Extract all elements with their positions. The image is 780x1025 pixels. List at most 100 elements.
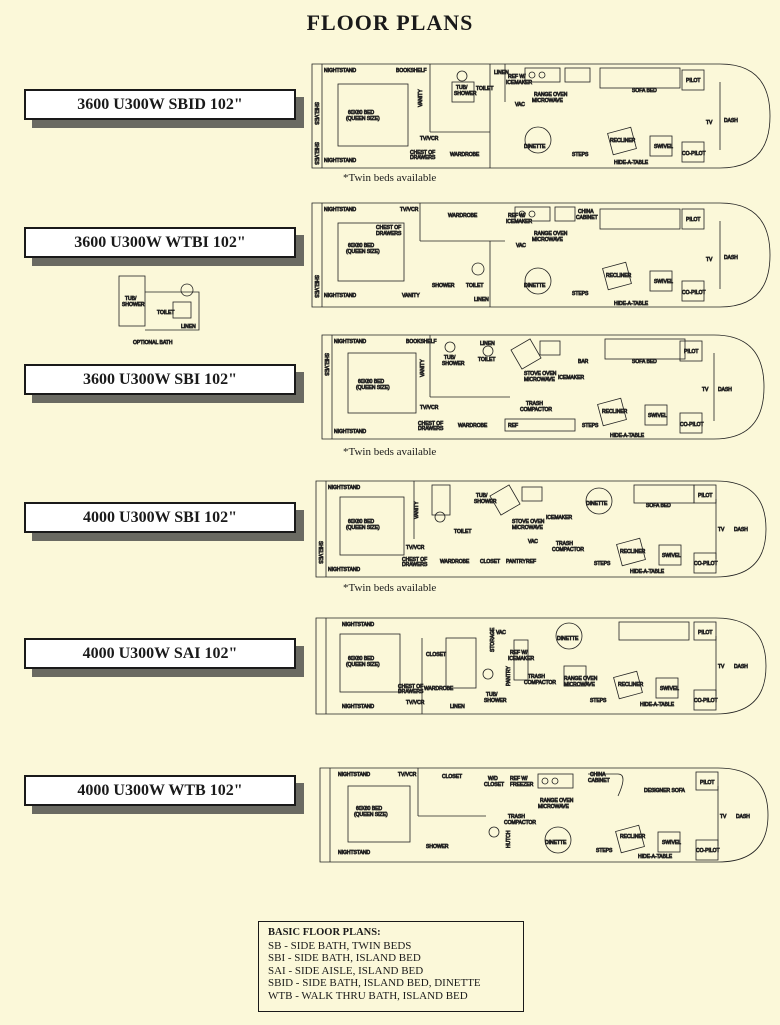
lbl-nightstand-2: NIGHTSTAND	[324, 293, 357, 299]
lbl-bed-size: (QUEEN SIZE)	[354, 812, 388, 818]
lbl-linen: LINEN	[494, 70, 509, 76]
lbl-bookshelf: BOOKSHELF	[396, 68, 427, 74]
lbl-refw: REF W/	[510, 650, 528, 656]
lbl-linen: LINEN	[450, 704, 465, 710]
lbl-trash: TRASH	[526, 401, 543, 407]
lbl-shelves-2: SHELVES	[313, 142, 319, 165]
lbl-swivel: SWIVEL	[660, 686, 679, 692]
lbl-chest: CHEST OF	[418, 421, 443, 427]
lbl-wardrobe: WARDROBE	[458, 423, 488, 429]
lbl-swivel: SWIVEL	[648, 413, 667, 419]
lbl-vac: VAC	[496, 630, 506, 636]
lbl-shower: SHOWER	[432, 283, 455, 289]
lbl-compactor: COMPACTOR	[520, 407, 552, 413]
lbl-copilot: CO-PILOT	[682, 151, 706, 157]
lbl-toilet: TOILET	[478, 357, 495, 363]
lbl-bed: 60X80 BED	[356, 806, 383, 812]
lbl-icemaker: ICEMAKER	[506, 219, 533, 225]
opt-toilet: TOILET	[157, 310, 174, 316]
lbl-toilet: TOILET	[454, 529, 471, 535]
lbl-sofa: SOFA BED	[632, 88, 657, 94]
lbl-steps: STEPS	[590, 698, 607, 704]
lbl-dash: DASH	[724, 118, 738, 124]
lbl-compactor: COMPACTOR	[552, 547, 584, 553]
lbl-hutch: HUTCH	[506, 830, 512, 848]
lbl-hideatable: HIDE-A-TABLE	[640, 702, 675, 708]
lbl-wardrobe: WARDROBE	[450, 152, 480, 158]
lbl-copilot: CO-PILOT	[694, 698, 718, 704]
lbl-ref: REF	[526, 559, 536, 565]
lbl-shelves: SHELVES	[313, 275, 319, 298]
lbl-bar: BAR	[578, 359, 589, 365]
lbl-icemaker: ICEMAKER	[546, 515, 573, 521]
lbl-china: CHINA	[578, 209, 594, 215]
lbl-bed: 60X80 BED	[348, 110, 375, 116]
lbl-tvvcr: TV/VCR	[420, 136, 439, 142]
legend-item: SBI - SIDE BATH, ISLAND BED	[268, 952, 421, 964]
lbl-drawers: DRAWERS	[410, 155, 436, 161]
lbl-tub: TUB/	[486, 692, 498, 698]
lbl-vanity: VANITY	[414, 501, 420, 519]
lbl-drawers: DRAWERS	[376, 231, 402, 237]
lbl-bookshelf: BOOKSHELF	[406, 339, 437, 345]
lbl-chest: CHEST OF	[402, 557, 427, 563]
model-label-3600-sbi: 3600 U300W SBI 102"	[24, 364, 296, 395]
lbl-icemaker: ICEMAKER	[558, 375, 585, 381]
lbl-chest: CHEST OF	[376, 225, 401, 231]
lbl-microwave: MICROWAVE	[538, 804, 569, 810]
lbl-wardrobe: WARDROBE	[448, 213, 478, 219]
model-label-3600-sbid: 3600 U300W SBID 102"	[24, 89, 296, 120]
lbl-nightstand-2: NIGHTSTAND	[334, 429, 367, 435]
lbl-hideatable: HIDE-A-TABLE	[610, 433, 645, 439]
lbl-dash: DASH	[724, 255, 738, 261]
lbl-steps: STEPS	[596, 848, 613, 854]
lbl-drawers: DRAWERS	[398, 689, 424, 695]
lbl-recliner: RECLINER	[620, 549, 646, 555]
lbl-dash: DASH	[734, 527, 748, 533]
lbl-dinette: DINETTE	[557, 636, 579, 642]
lbl-chest: CHEST OF	[398, 684, 423, 690]
lbl-ref: REF	[508, 423, 518, 429]
lbl-compactor: COMPACTOR	[504, 820, 536, 826]
lbl-shower: SHOWER	[474, 499, 497, 505]
lbl-recliner: RECLINER	[620, 834, 646, 840]
model-label-3600-wtbi: 3600 U300W WTBI 102"	[24, 227, 296, 258]
lbl-nightstand: NIGHTSTAND	[324, 207, 357, 213]
lbl-bed-size: (QUEEN SIZE)	[346, 525, 380, 531]
lbl-dinette: DINETTE	[524, 283, 546, 289]
lbl-tv: TV	[706, 257, 713, 263]
lbl-hideatable: HIDE-A-TABLE	[630, 569, 665, 575]
lbl-nightstand-2: NIGHTSTAND	[338, 850, 371, 856]
lbl-shower: SHOWER	[426, 844, 449, 850]
lbl-hideatable: HIDE-A-TABLE	[614, 160, 649, 166]
floor-plan-4000-sai: NIGHTSTAND NIGHTSTAND 60X80 BED (QUEEN S…	[314, 616, 767, 716]
lbl-linen: LINEN	[480, 341, 495, 347]
lbl-tv: TV	[718, 527, 725, 533]
floor-plan-3600-wtbi: NIGHTSTAND NIGHTSTAND SHELVES TV/VCR 60X…	[310, 201, 771, 309]
lbl-microwave: MICROWAVE	[532, 237, 563, 243]
opt-shower: SHOWER	[122, 302, 145, 308]
lbl-swivel: SWIVEL	[654, 144, 673, 150]
lbl-trash: TRASH	[528, 674, 545, 680]
lbl-tvvcr: TV/VCR	[406, 700, 425, 706]
lbl-china: CHINA	[590, 772, 606, 778]
lbl-bed-size: (QUEEN SIZE)	[346, 116, 380, 122]
twin-beds-note-1: *Twin beds available	[343, 172, 437, 184]
lbl-linen: LINEN	[474, 297, 489, 303]
lbl-vanity: VANITY	[420, 359, 426, 377]
lbl-pilot: PILOT	[686, 217, 700, 223]
lbl-tub: TUB/	[444, 355, 456, 361]
lbl-dinette: DINETTE	[586, 501, 608, 507]
lbl-tvvcr: TV/VCR	[406, 545, 425, 551]
legend-item: SBID - SIDE BATH, ISLAND BED, DINETTE	[268, 977, 481, 989]
lbl-closet-2: CLOSET	[484, 782, 504, 788]
lbl-pilot: PILOT	[686, 78, 700, 84]
lbl-dash: DASH	[718, 387, 732, 393]
lbl-nightstand: NIGHTSTAND	[342, 622, 375, 628]
model-label-4000-wtb: 4000 U300W WTB 102"	[24, 775, 296, 806]
lbl-tvvcr: TV/VCR	[420, 405, 439, 411]
lbl-vac: VAC	[528, 539, 538, 545]
lbl-copilot: CO-PILOT	[680, 422, 704, 428]
lbl-tv: TV	[718, 664, 725, 670]
lbl-closet: CLOSET	[442, 774, 462, 780]
